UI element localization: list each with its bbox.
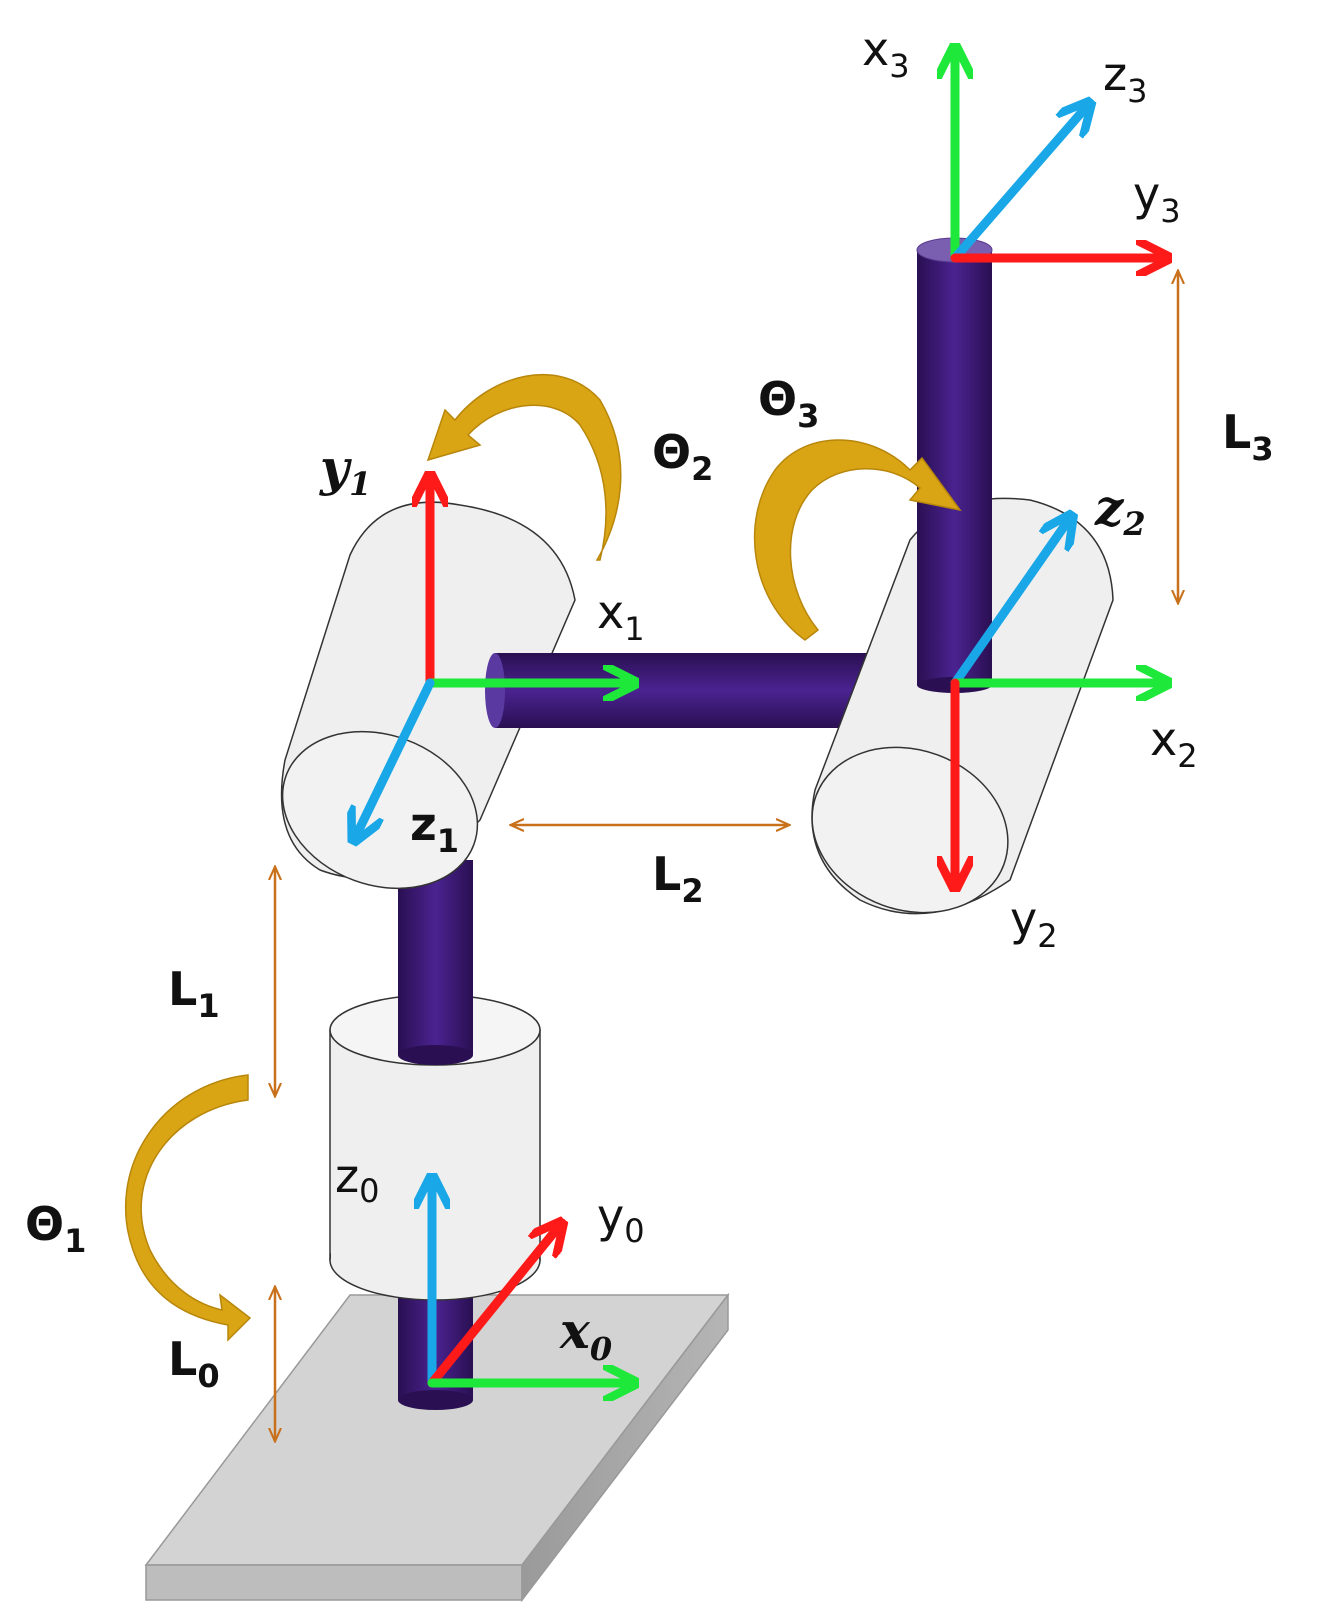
label-x2: x2 xyxy=(1150,712,1198,775)
rotation-arrow-theta1 xyxy=(124,1074,252,1342)
label-z3: z3 xyxy=(1103,47,1148,110)
label-x3: x3 xyxy=(862,22,910,85)
label-theta2: Θ2 xyxy=(652,425,713,488)
label-y1: y1 xyxy=(319,438,371,503)
label-theta3: Θ3 xyxy=(758,372,819,435)
z3-axis-arrow xyxy=(950,105,1088,263)
y0-axis-arrow xyxy=(427,1225,560,1388)
label-z2: z2 xyxy=(1094,478,1146,543)
label-theta1: Θ1 xyxy=(25,1197,86,1260)
link-1 xyxy=(398,860,473,1065)
label-x0: x0 xyxy=(559,1301,612,1368)
frame-0 xyxy=(432,1180,632,1383)
base-plate xyxy=(144,1292,730,1603)
label-y2: y2 xyxy=(1010,892,1058,955)
label-L0: L0 xyxy=(168,1332,220,1395)
frame-2 xyxy=(955,518,1165,885)
label-y3: y3 xyxy=(1133,167,1181,230)
label-x1: x1 xyxy=(597,585,645,648)
label-z0: z0 xyxy=(335,1149,380,1210)
z2-axis-arrow xyxy=(950,518,1070,688)
frame-3 xyxy=(955,50,1165,258)
link-2 xyxy=(485,653,870,728)
label-L1: L1 xyxy=(168,962,220,1025)
rotation-arrow-theta2 xyxy=(426,374,622,561)
label-y0: y0 xyxy=(597,1189,645,1250)
label-L2: L2 xyxy=(652,847,704,910)
label-L3: L3 xyxy=(1222,405,1274,468)
frame-1 xyxy=(355,478,632,838)
link-3 xyxy=(916,237,993,693)
z1-axis-arrow xyxy=(355,678,435,838)
label-z1: z1 xyxy=(410,797,459,860)
rotation-arrow-theta3 xyxy=(753,439,962,641)
